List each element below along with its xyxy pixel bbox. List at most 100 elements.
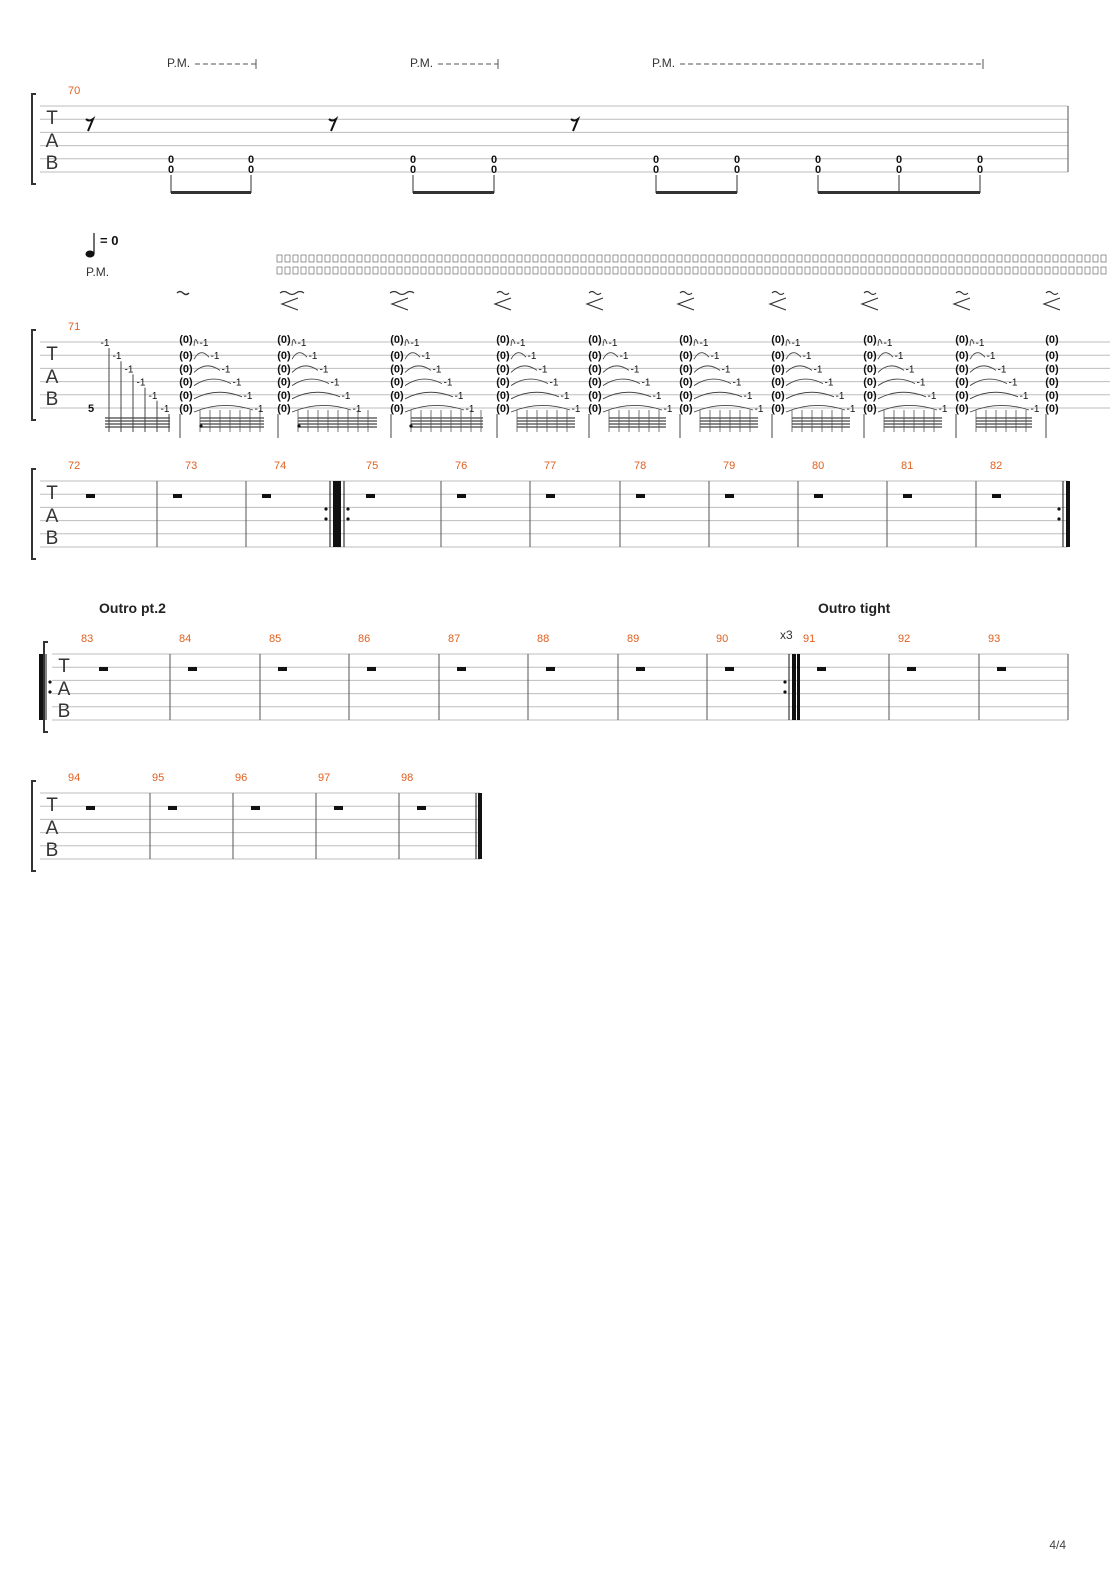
missing-glyph-box — [676, 266, 683, 275]
slur-arc — [404, 378, 443, 386]
missing-glyph-box — [884, 254, 891, 263]
section-title: Outro pt.2 — [99, 600, 166, 616]
repeat-thick-bar — [337, 481, 341, 547]
whole-rest — [814, 494, 823, 498]
slur-arc — [291, 405, 352, 413]
ghost-fret-number: (0) — [679, 377, 693, 389]
fret-number: -1 — [320, 364, 329, 375]
missing-glyph-box — [684, 266, 691, 275]
whole-rest — [903, 494, 912, 498]
missing-glyph-box — [340, 266, 347, 275]
missing-glyph-box — [1020, 266, 1027, 275]
missing-glyph-box — [748, 254, 755, 263]
slur-arc — [693, 405, 754, 413]
missing-glyph-box — [820, 254, 827, 263]
final-thick-bar — [478, 793, 482, 859]
fret-number: -1 — [836, 391, 845, 402]
missing-glyph-box — [532, 254, 539, 263]
whole-rest — [366, 494, 375, 498]
missing-glyph-box — [444, 266, 451, 275]
whole-rest — [173, 494, 182, 498]
missing-glyph-box — [1084, 266, 1091, 275]
tab-clef-letter: B — [58, 701, 71, 722]
fret-number: 0 — [248, 154, 254, 166]
missing-glyph-box — [692, 254, 699, 263]
repeat-count: x3 — [780, 628, 793, 642]
missing-glyph-box — [1068, 254, 1075, 263]
missing-glyph-box — [844, 254, 851, 263]
missing-glyph-box — [1060, 254, 1067, 263]
missing-glyph-box — [1028, 254, 1035, 263]
missing-glyph-box — [324, 266, 331, 275]
ghost-fret-number: (0) — [955, 403, 969, 415]
missing-glyph-box — [836, 254, 843, 263]
fret-number: 0 — [815, 154, 821, 166]
missing-glyph-box — [652, 254, 659, 263]
eighth-rest — [85, 116, 96, 132]
missing-glyph-box — [860, 254, 867, 263]
slur-arc — [510, 352, 527, 360]
whole-rest — [417, 806, 426, 810]
missing-glyph-box — [484, 254, 491, 263]
fret-number: -1 — [342, 391, 351, 402]
missing-glyph-box — [796, 266, 803, 275]
missing-glyph-box — [604, 266, 611, 275]
missing-glyph-box — [660, 266, 667, 275]
vibrato-mark — [279, 290, 305, 296]
missing-glyph-box — [364, 266, 371, 275]
fret-number: -1 — [792, 338, 801, 349]
ghost-fret-number: (0) — [771, 350, 785, 362]
palm-mute-label: P.M. — [410, 56, 433, 70]
missing-glyph-box — [1004, 266, 1011, 275]
fret-number: -1 — [211, 351, 220, 362]
fret-number: -1 — [700, 338, 709, 349]
fret-number: -1 — [620, 351, 629, 362]
vibrato-mark — [389, 290, 415, 296]
missing-glyph-box — [940, 266, 947, 275]
repeat-dot — [346, 507, 350, 511]
repeat-dot — [1057, 507, 1061, 511]
missing-glyph-box — [1044, 266, 1051, 275]
missing-glyph-box — [1060, 266, 1067, 275]
tab-clef-letter: T — [46, 108, 58, 129]
fret-number: -1 — [149, 391, 158, 402]
ghost-fret-number: (0) — [1045, 334, 1059, 346]
slur-arc — [193, 352, 210, 360]
missing-glyph-box — [788, 254, 795, 263]
fret-number: 0 — [168, 164, 174, 176]
missing-glyph-box — [964, 266, 971, 275]
missing-glyph-box — [372, 254, 379, 263]
missing-glyph-box — [756, 266, 763, 275]
ghost-fret-number: (0) — [277, 390, 291, 402]
missing-glyph-box — [940, 254, 947, 263]
ghost-fret-number: (0) — [679, 334, 693, 346]
whole-rest — [457, 667, 466, 671]
missing-glyph-box — [612, 266, 619, 275]
missing-glyph-box — [1044, 254, 1051, 263]
fret-number: 0 — [734, 154, 740, 166]
missing-glyph-box — [1028, 266, 1035, 275]
slur-arc — [510, 378, 549, 386]
missing-glyph-box — [492, 266, 499, 275]
measure-number: 73 — [185, 460, 197, 472]
fret-number: -1 — [722, 364, 731, 375]
measure-number: 75 — [366, 460, 378, 472]
missing-glyph-box — [276, 254, 283, 263]
slur-arc — [969, 352, 986, 360]
missing-glyph-box — [452, 266, 459, 275]
missing-glyph-box — [404, 254, 411, 263]
whole-rest — [262, 494, 271, 498]
measure-number: 72 — [68, 460, 80, 472]
missing-glyph-box — [428, 266, 435, 275]
repeat-thick-bar — [333, 481, 337, 547]
measure-number: 97 — [318, 772, 330, 784]
slur-arc — [877, 391, 927, 400]
missing-glyph-box — [292, 266, 299, 275]
missing-glyph-box — [916, 266, 923, 275]
missing-glyph-box — [716, 254, 723, 263]
fret-number: 0 — [896, 154, 902, 166]
section-title: Outro tight — [818, 600, 891, 616]
missing-glyph-box — [812, 254, 819, 263]
fret-number: -1 — [353, 404, 362, 415]
